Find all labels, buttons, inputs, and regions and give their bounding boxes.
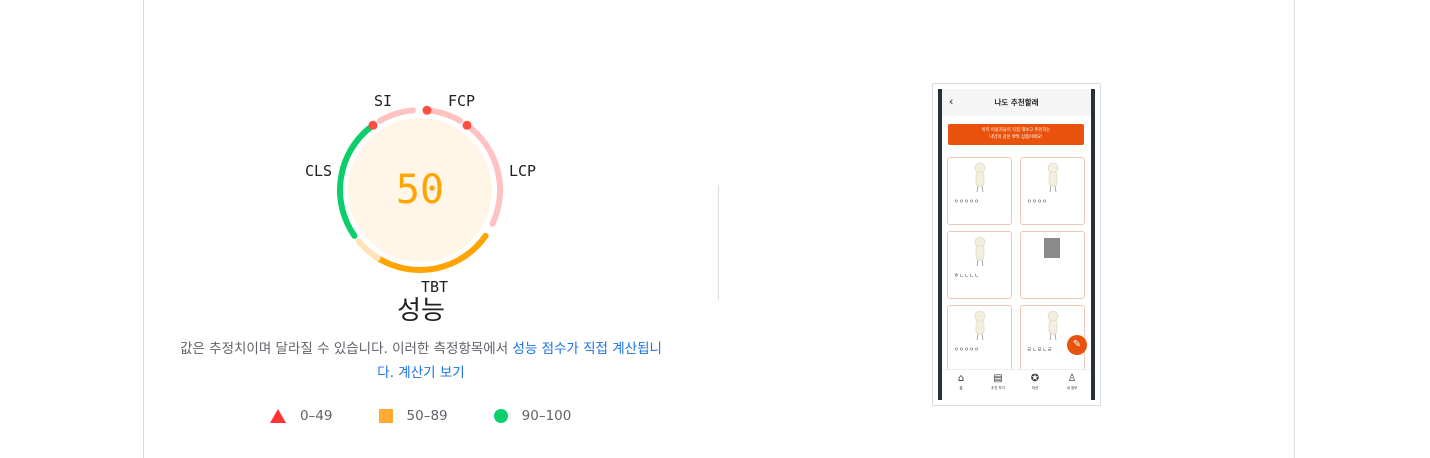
fcp-marker	[422, 105, 432, 115]
nav-label: 홈	[959, 386, 963, 390]
nav-item-recommend: ▤ 추천 보기	[983, 373, 1013, 391]
final-screenshot[interactable]: ‹ 나도 추천할래 이미 이용자들이 직접 해보고 추천하는 나만의 감성 뽀짝…	[932, 83, 1101, 406]
book-icon: ▤	[993, 373, 1003, 384]
figure-image	[1047, 310, 1059, 341]
app-banner: 이미 이용자들이 직접 해보고 추천하는 나만의 감성 뽀짝 상품이에요!	[948, 124, 1084, 145]
card-caption: ㄹㄴㄹㄴㄹ	[1027, 347, 1053, 353]
gauge-svg	[337, 105, 503, 273]
vertical-divider	[718, 185, 719, 300]
score-calculation-link[interactable]: 성능 점수가 직접 계산됩니다	[377, 341, 662, 381]
score-description: 값은 추정치이며 달라질 수 있습니다. 이러한 측정항목에서 성능 점수가 직…	[180, 337, 662, 385]
photo-thumbnail	[1044, 238, 1060, 258]
legend-pass: 90–100	[493, 408, 572, 424]
performance-gauge: 50	[330, 100, 510, 280]
metric-label-fcp: FCP	[448, 92, 476, 110]
tbt-arc	[374, 232, 489, 273]
legend-fail: 0–49	[270, 408, 333, 424]
pass-circle-icon	[493, 409, 508, 423]
gauge-title: 성능	[397, 296, 445, 326]
gauge-fill	[348, 118, 492, 262]
nav-label: 미션	[1031, 386, 1039, 390]
average-square-icon	[378, 409, 393, 423]
score-legend: 0–49 50–89 90–100	[270, 408, 617, 424]
list-item: ㅇㅇㅇㅇ	[1020, 157, 1085, 225]
list-item: ㅎㄴㄴㄴㄴ	[947, 231, 1012, 299]
metric-label-tbt: TBT	[421, 278, 449, 296]
lcp-arc	[468, 125, 503, 227]
metric-label-lcp: LCP	[509, 162, 537, 180]
figure-image	[1047, 162, 1059, 193]
report-card	[143, 0, 1295, 458]
badge-icon: ✪	[1030, 373, 1040, 384]
legend-average-range: 50–89	[406, 408, 448, 424]
description-separator: .	[389, 365, 399, 381]
nav-item-home: ⌂ 홈	[946, 373, 976, 391]
banner-line-1: 이미 이용자들이 직접 해보고 추천하는	[981, 128, 1051, 133]
tbt-light-arc	[355, 238, 381, 261]
calculator-link[interactable]: 계산기 보기	[398, 365, 465, 381]
list-item: ㅇㅇㅇㅇㅇ	[947, 305, 1012, 373]
figure-image	[974, 162, 986, 193]
nav-item-profile: ♙ 내 정보	[1057, 373, 1087, 391]
cls-arc	[337, 123, 374, 239]
card-caption: ㅇㅇㅇㅇㅇ	[954, 347, 980, 353]
screenshot-frame: ‹ 나도 추천할래 이미 이용자들이 직접 해보고 추천하는 나만의 감성 뽀짝…	[938, 89, 1095, 400]
pencil-icon: ✎	[1067, 335, 1087, 355]
legend-pass-range: 90–100	[521, 408, 572, 424]
si-marker	[368, 120, 378, 130]
legend-average: 50–89	[378, 408, 448, 424]
list-item: ㅇㅇㅇㅇㅇ	[947, 157, 1012, 225]
si-arc	[377, 107, 417, 124]
card-caption: ㅎㄴㄴㄴㄴ	[954, 273, 980, 279]
nav-label: 추천 보기	[991, 386, 1005, 390]
bottom-nav: ⌂ 홈 ▤ 추천 보기 ✪ 미션 ♙ 내 정보	[942, 369, 1091, 400]
user-icon: ♙	[1067, 373, 1077, 384]
app-header: ‹ 나도 추천할래	[942, 89, 1091, 116]
figure-image	[974, 310, 986, 341]
metric-label-cls: CLS	[305, 162, 333, 180]
banner-line-2: 나만의 감성 뽀짝 상품이에요!	[989, 135, 1043, 140]
card-caption: ㅇㅇㅇㅇㅇ	[954, 199, 980, 205]
app-screen: ‹ 나도 추천할래 이미 이용자들이 직접 해보고 추천하는 나만의 감성 뽀짝…	[942, 89, 1091, 400]
figure-image	[974, 236, 986, 267]
nav-label: 내 정보	[1066, 386, 1078, 390]
chevron-left-icon: ‹	[949, 95, 954, 108]
home-icon: ⌂	[957, 373, 965, 384]
nav-item-mission: ✪ 미션	[1020, 373, 1050, 391]
description-text: 값은 추정치이며 달라질 수 있습니다. 이러한 측정항목에서	[180, 341, 513, 357]
list-item	[1020, 231, 1085, 299]
lcp-marker	[462, 120, 472, 130]
metric-label-si: SI	[374, 92, 393, 110]
card-caption: ㅇㅇㅇㅇ	[1027, 199, 1048, 205]
gauge-score: 50	[395, 167, 445, 213]
app-title: 나도 추천할래	[994, 98, 1039, 107]
legend-fail-range: 0–49	[300, 408, 333, 424]
fail-triangle-icon	[270, 409, 286, 423]
